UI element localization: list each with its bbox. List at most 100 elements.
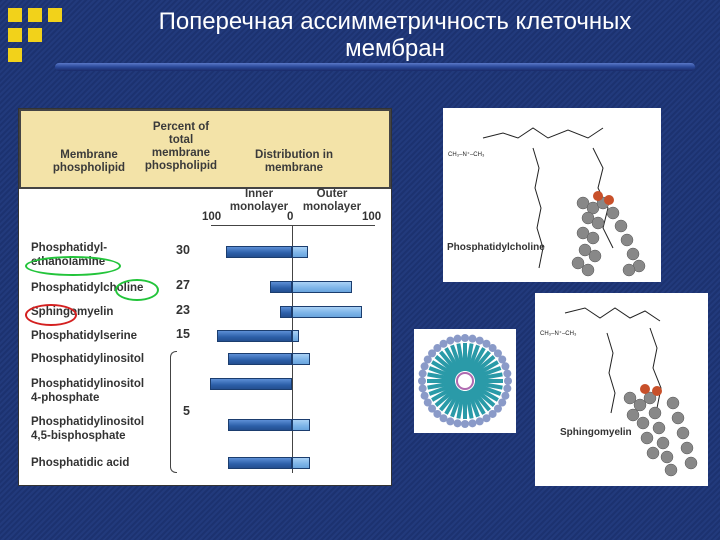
micelle-head bbox=[501, 391, 510, 400]
highlight-ellipse bbox=[25, 256, 121, 276]
micelle-tail bbox=[427, 380, 456, 390]
axis-line bbox=[211, 225, 375, 226]
inner-bar bbox=[226, 246, 292, 258]
micelle-head bbox=[420, 391, 429, 400]
phospholipid-label-line: Phosphatidylinositol bbox=[31, 378, 145, 390]
micelle-head bbox=[453, 419, 462, 428]
micelle-tail bbox=[456, 343, 466, 372]
inner-bar bbox=[210, 378, 292, 390]
micelle-tail bbox=[468, 388, 486, 415]
micelle-tail bbox=[456, 390, 466, 419]
micelle-head bbox=[423, 398, 432, 407]
title-underline bbox=[55, 63, 695, 71]
percent-value: 23 bbox=[176, 303, 190, 317]
header-text: monolayer bbox=[229, 201, 289, 213]
micelle-tail bbox=[466, 389, 480, 418]
micelle-tail bbox=[464, 390, 474, 419]
group-percent: 5 bbox=[183, 404, 190, 418]
phospholipid-label-line: Phosphatidylinositol bbox=[31, 353, 145, 365]
micelle-tail bbox=[450, 389, 464, 418]
micelle-head bbox=[439, 414, 448, 423]
micelle-tail bbox=[450, 344, 464, 373]
micelle-head bbox=[482, 339, 491, 348]
header-text: Inner bbox=[244, 188, 274, 200]
micelle-head bbox=[501, 362, 510, 371]
micelle-head bbox=[418, 369, 427, 378]
micelle-tail bbox=[428, 382, 457, 396]
group-bracket bbox=[170, 351, 177, 473]
header-distribution: Distribution in membrane bbox=[239, 149, 349, 175]
micelle-head bbox=[461, 334, 469, 342]
micelle-illustration bbox=[418, 334, 512, 428]
phospholipid-label-line: 4-phosphate bbox=[31, 392, 100, 404]
phospholipid-label-line: Phosphatidyl- bbox=[31, 242, 108, 254]
header-membrane-phospholipid: Membrane phospholipid bbox=[39, 149, 139, 175]
header-text: Outer bbox=[316, 188, 348, 200]
micelle-tail bbox=[469, 387, 491, 412]
header-text: Distribution in bbox=[255, 149, 333, 161]
header-text: membrane bbox=[264, 162, 324, 174]
micelle-tail bbox=[434, 385, 459, 407]
inner-bar bbox=[228, 419, 292, 431]
phospholipid-label-line: Phosphatidic acid bbox=[31, 457, 130, 469]
micelle-tail bbox=[474, 372, 503, 382]
micelle-head bbox=[498, 398, 507, 407]
sphingomyelin-structure: CH₃–N⁺–CH₃ bbox=[540, 307, 698, 477]
micelle-head bbox=[493, 404, 502, 413]
header-text: Membrane bbox=[60, 149, 118, 161]
outer-bar bbox=[292, 306, 362, 318]
header-text: phospholipid bbox=[144, 160, 218, 172]
outer-bar bbox=[292, 330, 299, 342]
header-text: phospholipid bbox=[52, 162, 126, 174]
slide-logo bbox=[8, 8, 68, 68]
micelle-head bbox=[423, 355, 432, 364]
phospholipid-label: Phosphatidylserine bbox=[31, 329, 137, 343]
micelle-head bbox=[446, 417, 455, 426]
micelle-head bbox=[475, 417, 484, 426]
micelle-head bbox=[503, 369, 512, 378]
outer-monolayer-label: Outer monolayer bbox=[297, 188, 367, 214]
micelle-head bbox=[420, 362, 429, 371]
highlight-ellipse bbox=[115, 279, 159, 301]
inner-monolayer-label: Inner monolayer bbox=[224, 188, 294, 214]
micelle-tail bbox=[434, 355, 459, 377]
micelle-head bbox=[468, 419, 477, 428]
outer-bar bbox=[292, 246, 309, 258]
micelle-image bbox=[414, 329, 516, 433]
micelle-head bbox=[453, 334, 462, 343]
micelle-head bbox=[504, 377, 512, 385]
micelle-head bbox=[482, 414, 491, 423]
tick-zero: 0 bbox=[287, 211, 294, 223]
micelle-tail bbox=[428, 366, 457, 380]
sphingomyelin-image: CH₃–N⁺–CH₃ Sphingomyelin bbox=[535, 293, 708, 486]
micelle-head bbox=[418, 377, 426, 385]
inner-bar bbox=[279, 306, 292, 318]
micelle-tail bbox=[444, 347, 462, 374]
micelle-core bbox=[456, 372, 474, 390]
micelle-head bbox=[503, 384, 512, 393]
zero-line bbox=[292, 225, 293, 473]
header-text: total bbox=[168, 134, 194, 146]
slide-title: Поперечная ассимметричность клеточных ме… bbox=[95, 8, 695, 62]
phospholipid-label-line: Phosphatidylinositol bbox=[31, 416, 145, 428]
micelle-tail bbox=[472, 384, 499, 402]
highlight-ellipse bbox=[25, 304, 77, 326]
micelle-tail bbox=[471, 355, 496, 377]
micelle-head bbox=[433, 409, 442, 418]
inner-bar bbox=[269, 281, 292, 293]
micelle-tail bbox=[464, 343, 474, 372]
outer-bar bbox=[292, 353, 311, 365]
micelle-head bbox=[428, 404, 437, 413]
header-text: Percent of bbox=[152, 121, 210, 133]
outer-bar bbox=[292, 419, 311, 431]
percent-value: 30 bbox=[176, 243, 190, 257]
micelle-tail bbox=[431, 384, 458, 402]
title-line-1: Поперечная ассимметричность клеточных bbox=[158, 8, 632, 35]
micelle-head bbox=[446, 336, 455, 345]
micelle-head bbox=[418, 384, 427, 393]
micelle-head bbox=[475, 336, 484, 345]
pc-caption: Phosphatidylcholine bbox=[447, 242, 545, 253]
tick-outer-100: 100 bbox=[362, 211, 382, 223]
micelle-tail bbox=[469, 350, 491, 375]
inner-bar bbox=[228, 353, 292, 365]
